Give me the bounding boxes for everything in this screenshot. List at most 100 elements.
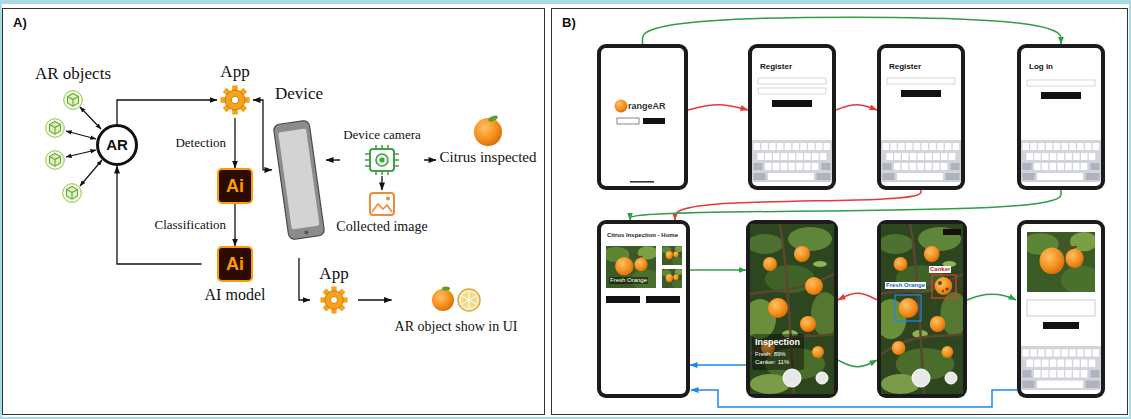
screen-ui [943,229,961,235]
screen-ui [617,118,639,124]
flow-arrow [117,100,217,124]
screen-ui [1027,80,1095,86]
camera-icon [365,145,399,175]
screen-ui [1027,300,1095,316]
flow-arrow [299,258,310,300]
flow-arrow [836,105,877,110]
flow-arrow [675,190,921,220]
tablet-frame [748,44,836,190]
screen-ui [1021,140,1101,182]
fruit-icon [462,292,476,308]
flow-arrow [381,176,382,190]
tablet-frame [597,44,1105,398]
screen-ui [932,275,956,298]
screen-ui [643,118,665,124]
tablet-frame [601,224,686,394]
node-label: Collected image [336,219,427,235]
link-arrow [66,150,96,157]
node-label: App [319,264,348,284]
screen-ui [942,290,944,292]
node-label: Device [275,84,323,104]
fruit-icon [432,289,454,311]
ai-mark: Ai [217,168,253,204]
screen-ui [945,287,948,290]
tablet-frame [1021,48,1101,186]
screen-ui [783,369,801,387]
flow-arrow [117,166,202,264]
screen-ui [938,281,942,285]
flow-arrow [358,299,392,300]
ar-object-cube [46,91,83,203]
image-icon [370,193,394,215]
screen-ui [1022,232,1101,294]
fruit-icon [458,289,480,311]
tablet-frame [601,48,684,186]
citrus-fruit [474,118,502,146]
tablet-device [273,120,325,240]
screen-ui [661,269,684,289]
ar-object-cube [46,151,65,170]
tablet-device [304,230,309,235]
link-arrow [80,107,101,129]
app-screen: Register [748,44,836,190]
screen-ui [1021,346,1101,390]
screen-ui [661,246,684,266]
node-label: Citrus inspected [439,149,536,166]
screen-ui [615,100,628,113]
group-label: AR objects [35,64,111,84]
node-label: AI model [205,286,266,304]
tablet-device [278,129,319,230]
screen-ui [881,140,961,182]
flow-arrow [630,190,1061,220]
screen-ui [606,296,640,303]
screen-ui [875,224,968,394]
screen-ui [603,78,1102,394]
citrus-fruit [488,115,499,123]
panel-frame: B)rangeARRegisterRegisterLog inCitrus In… [551,8,1128,415]
screen-ui [1043,322,1079,329]
result-value: Canker: 11% [755,359,789,366]
app-screen: rangeAR [597,44,688,190]
app-gear: App [310,264,358,318]
ar-object-cube [46,119,65,138]
flow-arrow [690,364,746,366]
tablet-frame [752,48,832,186]
screen-ui [1041,92,1081,99]
link-arrow [80,160,102,186]
app-screen: Fresh OrangeCanker [877,220,967,398]
citrus-fruit: Citrus inspected [436,116,540,170]
fruit-icon [468,299,471,302]
tablet-frame [597,44,688,190]
tablet-frame [597,220,690,398]
camera-icon [376,154,388,166]
detection-tag: Canker [929,266,951,273]
screen-ui [603,246,661,290]
tablet-frame [1017,220,1105,398]
image-icon [370,193,394,215]
screen-ui [630,181,654,183]
citrus-fruit [474,115,502,146]
screen-ui [912,369,930,387]
flow-arrow [253,100,272,170]
panel-letter: B) [562,16,576,31]
flow-arrow [234,118,235,168]
ar-object-cube [64,91,83,110]
screen-ui [816,372,828,384]
camera-icon: Device camera [340,128,424,176]
node-label: Device camera [343,128,421,143]
tablet-device [273,120,325,240]
flow-arrow [424,159,436,160]
ai-mark: Ai [217,246,253,282]
screen-title: Register [760,62,792,71]
flow-arrow [691,294,1017,407]
screen-ui [758,88,826,94]
tablet-frame [881,48,961,186]
screen-ui [744,224,839,394]
node-label: AR object show in UI [395,319,518,335]
node-label: App [220,62,249,82]
app-screen: Log in [1017,44,1105,190]
edge-label: Classification [153,218,229,233]
screen-title: Register [889,62,921,71]
